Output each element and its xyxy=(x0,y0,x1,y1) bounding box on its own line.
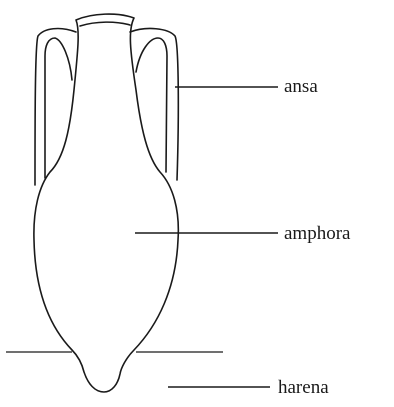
left-handle-inner xyxy=(45,38,72,178)
right-handle-inner xyxy=(136,38,167,172)
vessel-label: amphora xyxy=(284,223,351,244)
sand-label: harena xyxy=(278,377,329,398)
left-handle-outer xyxy=(35,29,76,185)
amphora-body xyxy=(34,14,178,392)
handle-label: ansa xyxy=(284,76,318,97)
amphora-rim xyxy=(80,22,130,26)
